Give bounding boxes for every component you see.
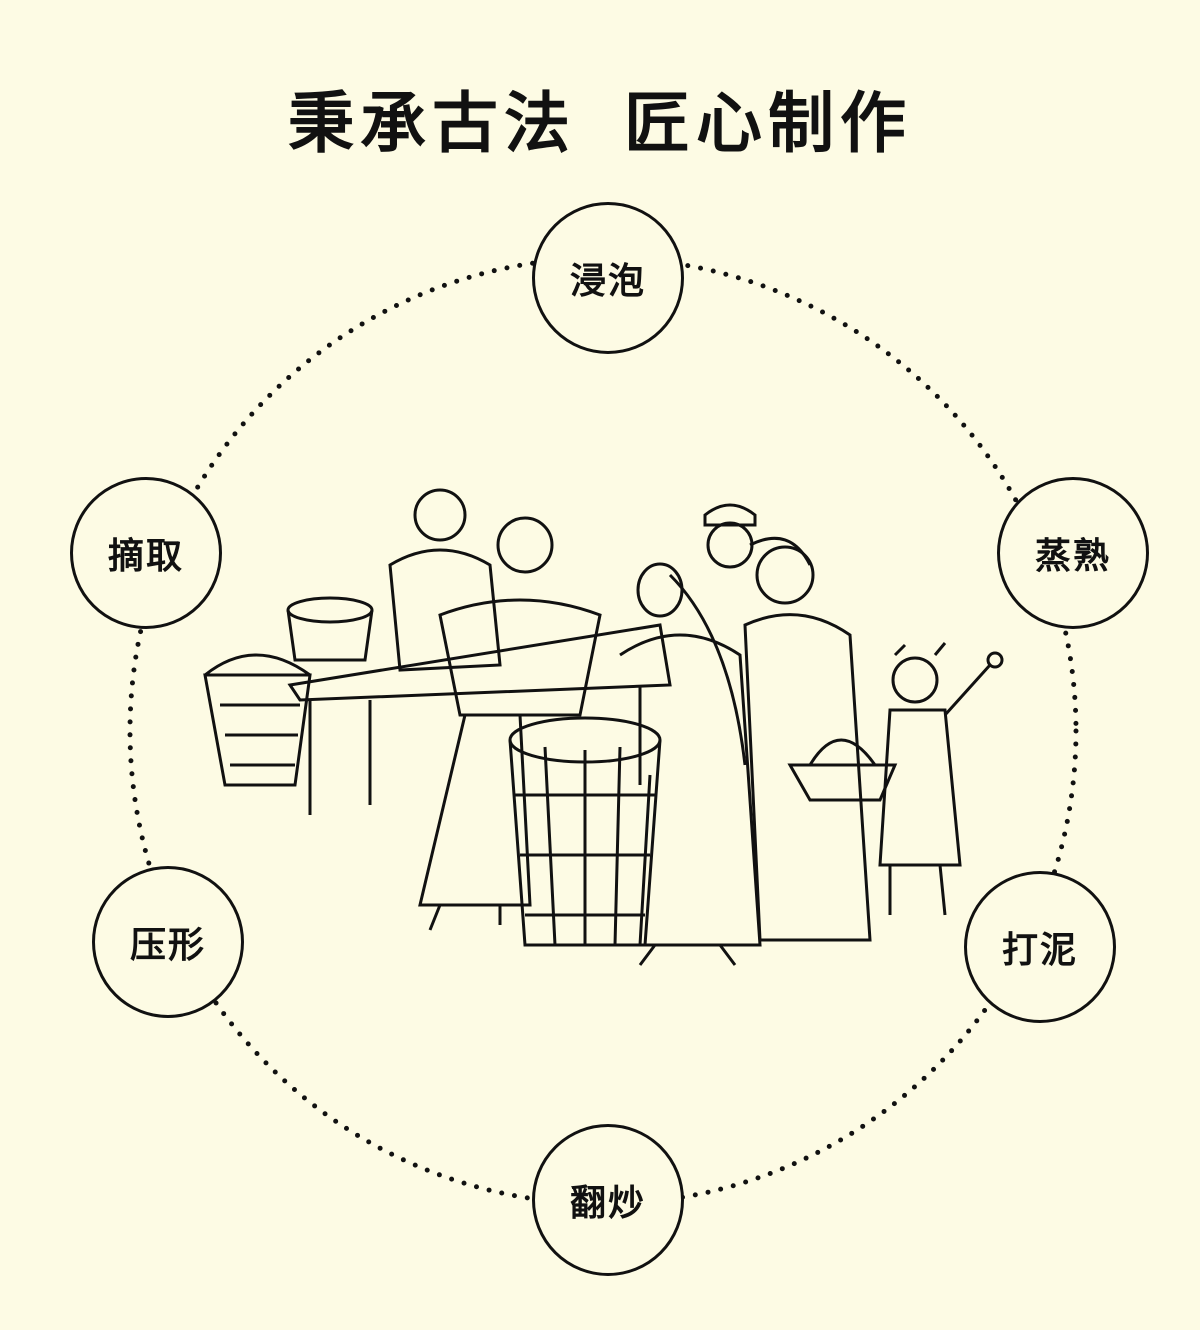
step-label: 打泥 [1001,929,1078,971]
step-pick: 摘取 [70,477,222,629]
step-steam: 蒸熟 [997,477,1149,629]
step-soak: 浸泡 [532,202,684,354]
step-press-shape: 压形 [92,866,244,1018]
title-part-1: 秉承古法 [288,85,576,162]
step-label: 蒸熟 [1034,535,1111,577]
step-label: 浸泡 [569,260,646,302]
page-title: 秉承古法匠心制作 [0,70,1200,166]
step-mash: 打泥 [964,871,1116,1023]
illustration-ancient-food-makers [203,488,1004,966]
step-label: 翻炒 [569,1182,646,1224]
title-part-2: 匠心制作 [624,85,912,162]
step-stir-fry: 翻炒 [532,1124,684,1276]
step-label: 摘取 [107,535,184,577]
step-label: 压形 [129,924,206,966]
